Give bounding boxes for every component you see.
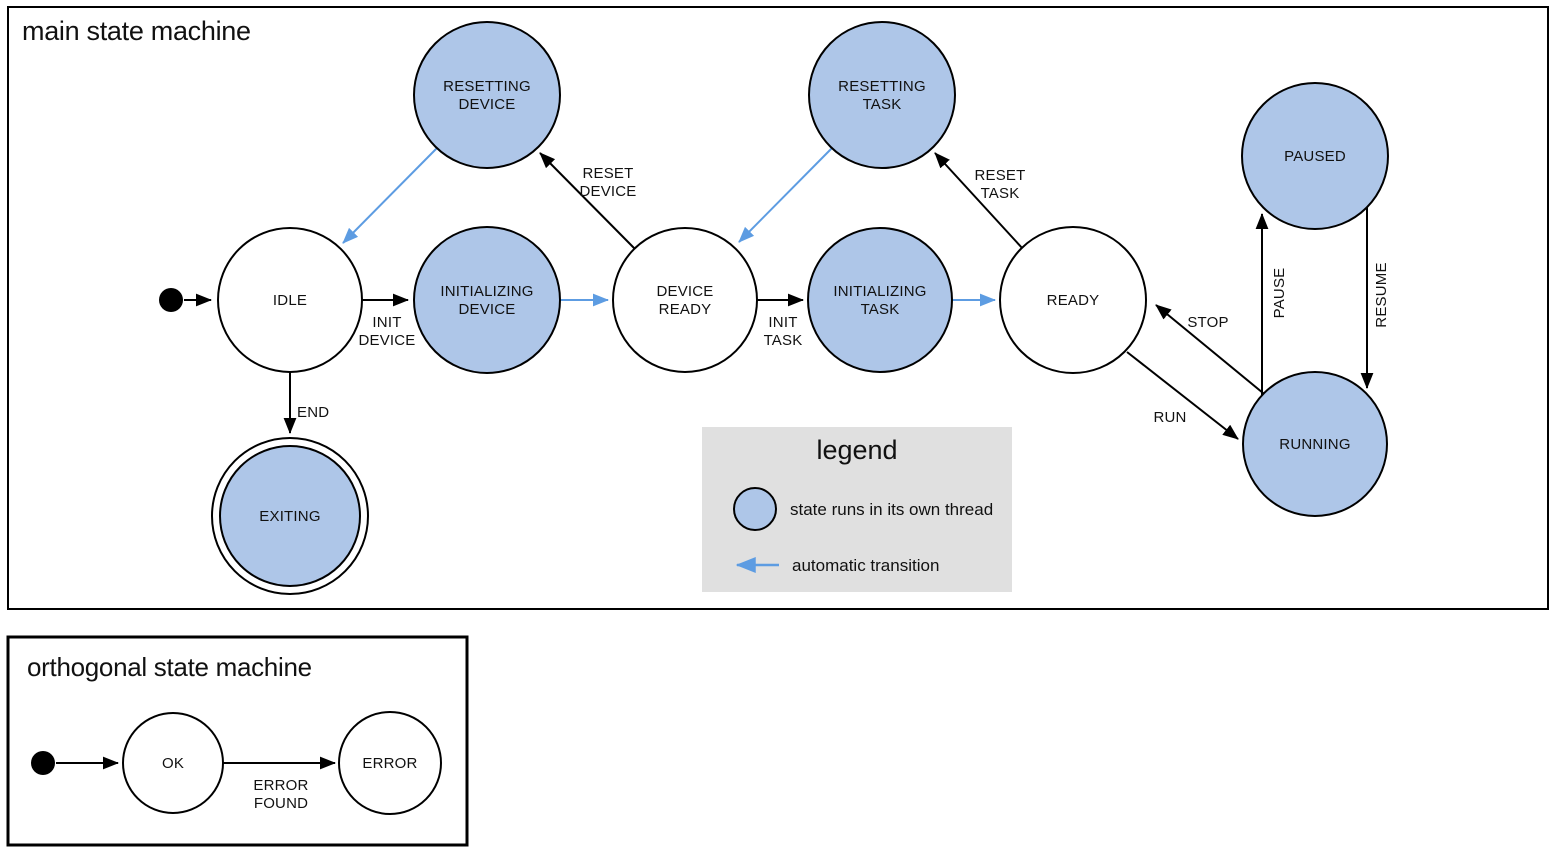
state-ok: OK: [122, 712, 224, 814]
transition-label-ready-to-resetting-task: RESET: [974, 167, 1025, 184]
machine-title: orthogonal state machine: [27, 652, 312, 682]
machine-0: main state machineINITDEVICERESETDEVICEI…: [7, 6, 1549, 610]
state-label: RESETTING: [838, 78, 926, 95]
transition-arrow-resetting-device-to-idle: [342, 147, 438, 244]
transition-label-device-ready-to-initializing-task: INIT: [768, 314, 797, 331]
state-label: DEVICE: [656, 283, 713, 300]
transition-label-idle-to-exiting: END: [297, 404, 329, 421]
transition-arrow-device-ready-to-resetting-device: [539, 152, 636, 250]
transition-arrow-running-to-ready: [1155, 304, 1264, 394]
machine-frame: [7, 6, 1549, 610]
transition-label-device-ready-to-resetting-device: RESET: [582, 165, 633, 182]
state-circle: [413, 226, 561, 374]
state-label: TASK: [861, 301, 900, 318]
transition-arrow-resetting-task-to-device-ready: [738, 147, 833, 243]
legend-item-label-auto-transition: automatic transition: [792, 556, 939, 575]
state-label: INITIALIZING: [440, 283, 533, 300]
state-label: OK: [162, 755, 184, 772]
state-paused: PAUSED: [1241, 82, 1389, 230]
state-circle: [1242, 371, 1388, 517]
transition-label-running-to-paused: PAUSE: [1271, 268, 1288, 319]
legend-title: legend: [816, 435, 897, 465]
transition-label-ready-to-resetting-task: TASK: [981, 185, 1020, 202]
state-circle: [808, 21, 956, 169]
state-exiting: EXITING: [211, 437, 369, 595]
state-circle: [338, 711, 442, 815]
state-label: RESETTING: [443, 78, 531, 95]
state-label: DEVICE: [458, 96, 515, 113]
state-circle: [122, 712, 224, 814]
state-error: ERROR: [338, 711, 442, 815]
transition-label-running-to-ready: STOP: [1187, 314, 1228, 331]
legend: legend state runs in its own thread automa…: [702, 427, 1012, 592]
transition-label-device-ready-to-resetting-device: DEVICE: [579, 183, 636, 200]
state-label: PAUSED: [1284, 148, 1346, 165]
state-circle: [1241, 82, 1389, 230]
state-circle: [807, 227, 953, 373]
state-label: DEVICE: [458, 301, 515, 318]
transition-label-device-ready-to-initializing-task: TASK: [764, 332, 803, 349]
transition-label-idle-to-initializing-device: DEVICE: [358, 332, 415, 349]
transition-label-paused-to-running: RESUME: [1373, 262, 1390, 327]
state-label: ERROR: [362, 755, 417, 772]
state-circle: [413, 21, 561, 169]
initial-state-dot: [159, 288, 183, 312]
transition-label-ok-to-error: ERROR: [253, 777, 308, 794]
transition-arrow-ready-to-resetting-task: [934, 152, 1024, 250]
state-circle: [612, 227, 758, 373]
transition-label-ready-to-running: RUN: [1153, 409, 1186, 426]
machine-frame: [6, 635, 469, 847]
state-label: IDLE: [273, 292, 307, 309]
initial-state-dot: [31, 751, 55, 775]
state-label: TASK: [863, 96, 902, 113]
state-label: RUNNING: [1279, 436, 1350, 453]
state-circle: [999, 226, 1147, 374]
machine-title: main state machine: [22, 16, 251, 46]
state-label: INITIALIZING: [833, 283, 926, 300]
state-circle: [217, 227, 363, 373]
state-ready: READY: [999, 226, 1147, 374]
transition-arrow-ready-to-running: [1126, 351, 1239, 440]
state-label: EXITING: [259, 508, 320, 525]
state-label: READY: [1047, 292, 1100, 309]
state-label: READY: [659, 301, 712, 318]
legend-item-label-threaded-state: state runs in its own thread: [790, 500, 993, 519]
state-idle: IDLE: [217, 227, 363, 373]
transition-label-ok-to-error: FOUND: [254, 795, 308, 812]
transition-label-idle-to-initializing-device: INIT: [372, 314, 401, 331]
state-running: RUNNING: [1242, 371, 1388, 517]
legend-threaded-state-icon: [733, 487, 777, 531]
state-circle: [219, 445, 361, 587]
